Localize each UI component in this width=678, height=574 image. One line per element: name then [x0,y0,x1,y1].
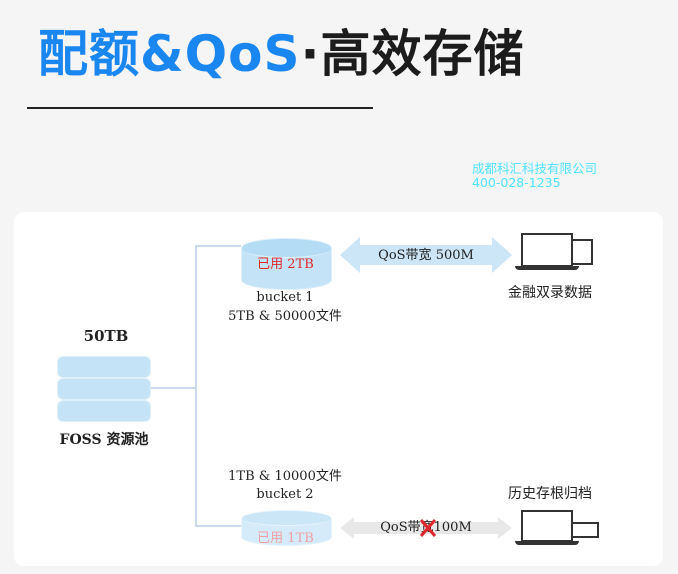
bucket2-client: 历史存根归档 [508,486,592,502]
ticket-icon [571,522,599,538]
watermark-company: 成都科汇科技有限公司 [472,161,598,176]
connector-bucket1 [195,245,241,247]
laptop-icon [515,233,595,273]
document-icon [571,239,593,265]
qos-prefix: QoS带 [380,520,421,535]
connector-pool [150,387,196,389]
bucket2-quota: 1TB & 10000文件 [228,469,342,484]
laptop-icon [515,510,600,550]
title-underline [27,107,373,109]
bucket1-used: 已用 2TB [257,257,314,272]
qos-crossed: 宽 [419,519,436,537]
page-title: 配额&QoS·高效存储 [38,14,524,86]
bandwidth-arrow-500m [340,237,512,273]
watermark-phone: 400-028-1235 [472,175,561,190]
cross-icon [419,519,436,537]
bucket2-cylinder-icon [241,510,332,546]
bucket1-client: 金融双录数据 [508,285,592,301]
title-dark: 高效存储 [320,25,525,83]
connector-bucket2 [195,525,241,527]
connector-trunk [195,245,197,526]
pool-capacity: 50TB [83,327,129,345]
pool-cylinder-icon [57,356,151,422]
bucket2-name: bucket 2 [256,487,314,502]
bucket1-name: bucket 1 [256,290,314,305]
pool-name: FOSS 资源池 [59,432,149,448]
bucket1-qos: QoS带宽 500M [378,248,474,263]
title-blue: 配额&QoS [38,25,301,83]
bucket2-used: 已用 1TB [257,531,314,546]
title-separator: · [300,25,321,83]
qos-suffix: 100M [433,520,472,535]
bucket1-quota: 5TB & 50000文件 [228,309,342,324]
bucket1-cylinder-icon [241,238,332,290]
bucket2-qos: QoS带宽100M [340,519,512,537]
